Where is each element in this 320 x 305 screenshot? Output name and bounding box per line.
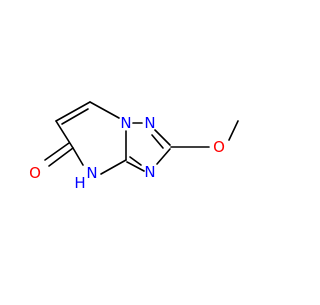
atom-n-triazole-bottom: N <box>144 163 155 181</box>
bond-c7-c6-inner <box>61 108 89 125</box>
atom-o-methoxy: O <box>213 138 225 156</box>
bond-c2-n3 <box>156 148 171 165</box>
atom-nh-hydrogen: H <box>74 174 85 192</box>
bond-n1-c7 <box>89 101 120 119</box>
atom-nh: N <box>86 164 97 182</box>
atom-n-triazole-top: N <box>144 114 155 132</box>
atom-n-bridgehead: N <box>120 114 131 132</box>
bond-c7-c6 <box>55 101 91 122</box>
bond-n3-c8a <box>126 161 145 172</box>
atom-o-carbonyl: O <box>29 164 41 182</box>
bond-n2-c2 <box>154 129 171 146</box>
bond-o-ch3 <box>228 120 239 141</box>
bond-c5-o <box>48 147 74 167</box>
bond-n3-c8a-double <box>129 156 142 166</box>
bond-c5-o-double <box>44 142 70 161</box>
bond-c6-c5 <box>55 120 74 149</box>
bond-n4-c8a <box>100 159 127 175</box>
bond-c5-n4 <box>72 147 84 166</box>
bond-n2-c2-double <box>151 134 164 149</box>
